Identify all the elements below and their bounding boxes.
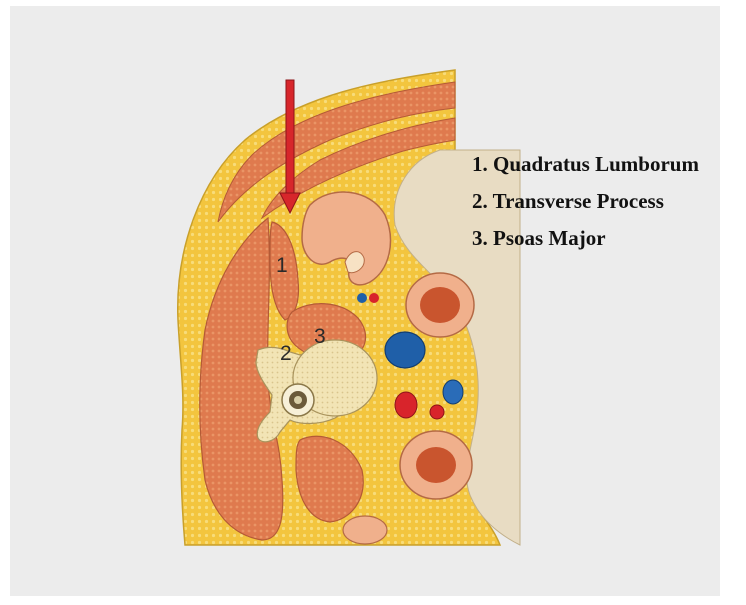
bowel-loop-bottom	[343, 516, 387, 544]
legend-item-psoas-major: 3. Psoas Major	[472, 220, 699, 257]
legend: 1. Quadratus Lumborum 2. Transverse Proc…	[472, 146, 699, 257]
renal-artery	[369, 293, 379, 303]
legend-item-transverse-process: 2. Transverse Process	[472, 183, 699, 220]
bowel-loop-lower-lumen	[416, 447, 456, 483]
arrow-shaft	[286, 80, 294, 195]
marker-1: 1	[276, 254, 288, 277]
artery-small	[430, 405, 444, 419]
spinal-cord-core	[294, 396, 302, 404]
marker-2: 2	[280, 342, 292, 365]
inferior-vena-cava	[385, 332, 425, 368]
bowel-loop-upper-lumen	[420, 287, 460, 323]
legend-item-quadratus-lumborum: 1. Quadratus Lumborum	[472, 146, 699, 183]
aorta	[395, 392, 417, 418]
renal-vein	[357, 293, 367, 303]
vein-small	[443, 380, 463, 404]
marker-3: 3	[314, 325, 326, 348]
